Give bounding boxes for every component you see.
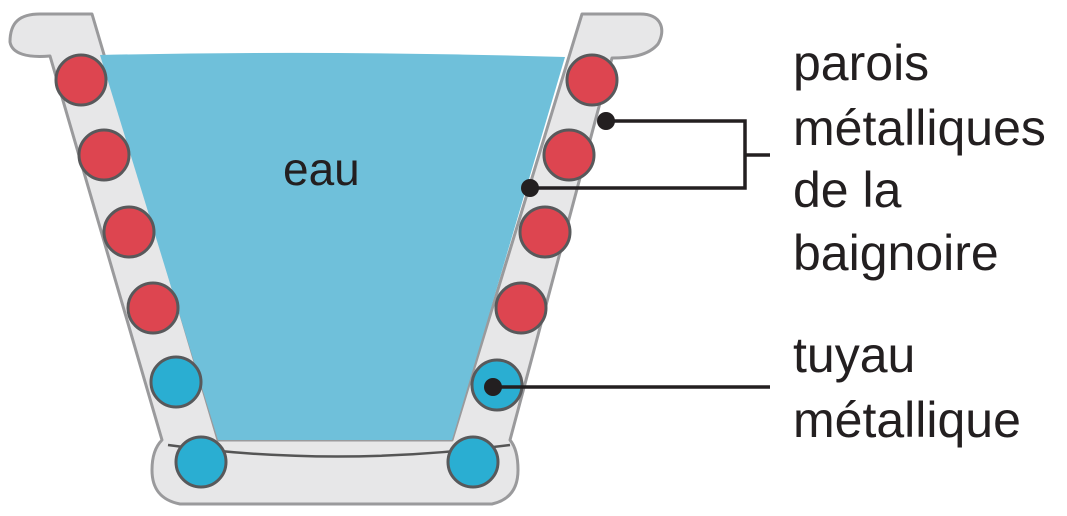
water-area [100, 52, 565, 441]
pipe-left-5 [149, 355, 203, 409]
pipes [54, 53, 619, 489]
pipe-label-line1: tuyau [793, 327, 915, 383]
leader-dots [484, 112, 615, 396]
walls-label-line3: de la [793, 162, 902, 218]
walls-leader-dot-left [521, 179, 539, 197]
pipe-right-2 [542, 128, 596, 182]
walls-label-line1: parois [793, 35, 929, 91]
walls-label-line4: baignoire [793, 225, 999, 281]
leader-lines [493, 119, 770, 389]
pipe-left-3 [102, 205, 156, 259]
pipe-label-line2: métallique [793, 392, 1021, 448]
walls-label-line2: métalliques [793, 100, 1046, 156]
pipe-left-1 [54, 53, 108, 107]
pipe-left-4 [126, 281, 180, 335]
water-label: eau [283, 143, 360, 195]
pipe-bottom-right [446, 435, 500, 489]
pipe-right-1 [565, 53, 619, 107]
pipe-left-2 [77, 128, 131, 182]
pipe-right-4 [494, 281, 548, 335]
pipe-leader-dot [484, 378, 502, 396]
pipe-bottom-left [174, 435, 228, 489]
pipe-right-3 [518, 205, 572, 259]
walls-leader-dot-right [597, 112, 615, 130]
